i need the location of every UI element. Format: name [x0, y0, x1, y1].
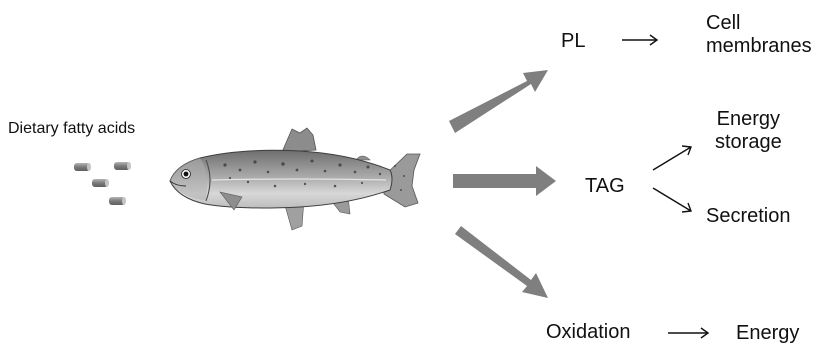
cell-membranes-line2: membranes: [706, 35, 812, 58]
oxidation-label: Oxidation: [546, 321, 631, 344]
pellet-icon: [109, 197, 126, 205]
arrow-tag-to-secretion: [653, 188, 691, 212]
arrow-tag-to-storage: [653, 146, 691, 170]
energy-storage-line2: storage: [715, 131, 782, 154]
arrow-pl-to-membranes: [622, 35, 657, 45]
arrow-to-oxidation: [455, 226, 548, 298]
pellet-icon: [74, 163, 91, 171]
energy-storage-line1: Energy: [715, 108, 782, 131]
dietary-fatty-acids-label: Dietary fatty acids: [8, 120, 135, 138]
cell-membranes-line1: Cell: [706, 12, 812, 35]
arrow-to-pl: [449, 70, 548, 133]
trout-fish-icon: [170, 128, 420, 230]
fatty-acid-pellets: [74, 162, 131, 205]
pl-label: PL: [561, 30, 585, 53]
arrow-oxidation-to-energy: [668, 328, 708, 338]
pellet-icon: [92, 179, 109, 187]
pellet-icon: [114, 162, 131, 170]
energy-storage-label: Energy storage: [715, 108, 782, 154]
cell-membranes-label: Cell membranes: [706, 12, 812, 58]
arrow-to-tag: [453, 166, 556, 196]
secretion-label: Secretion: [706, 205, 791, 228]
tag-label: TAG: [585, 175, 625, 198]
energy-label: Energy: [736, 322, 799, 345]
